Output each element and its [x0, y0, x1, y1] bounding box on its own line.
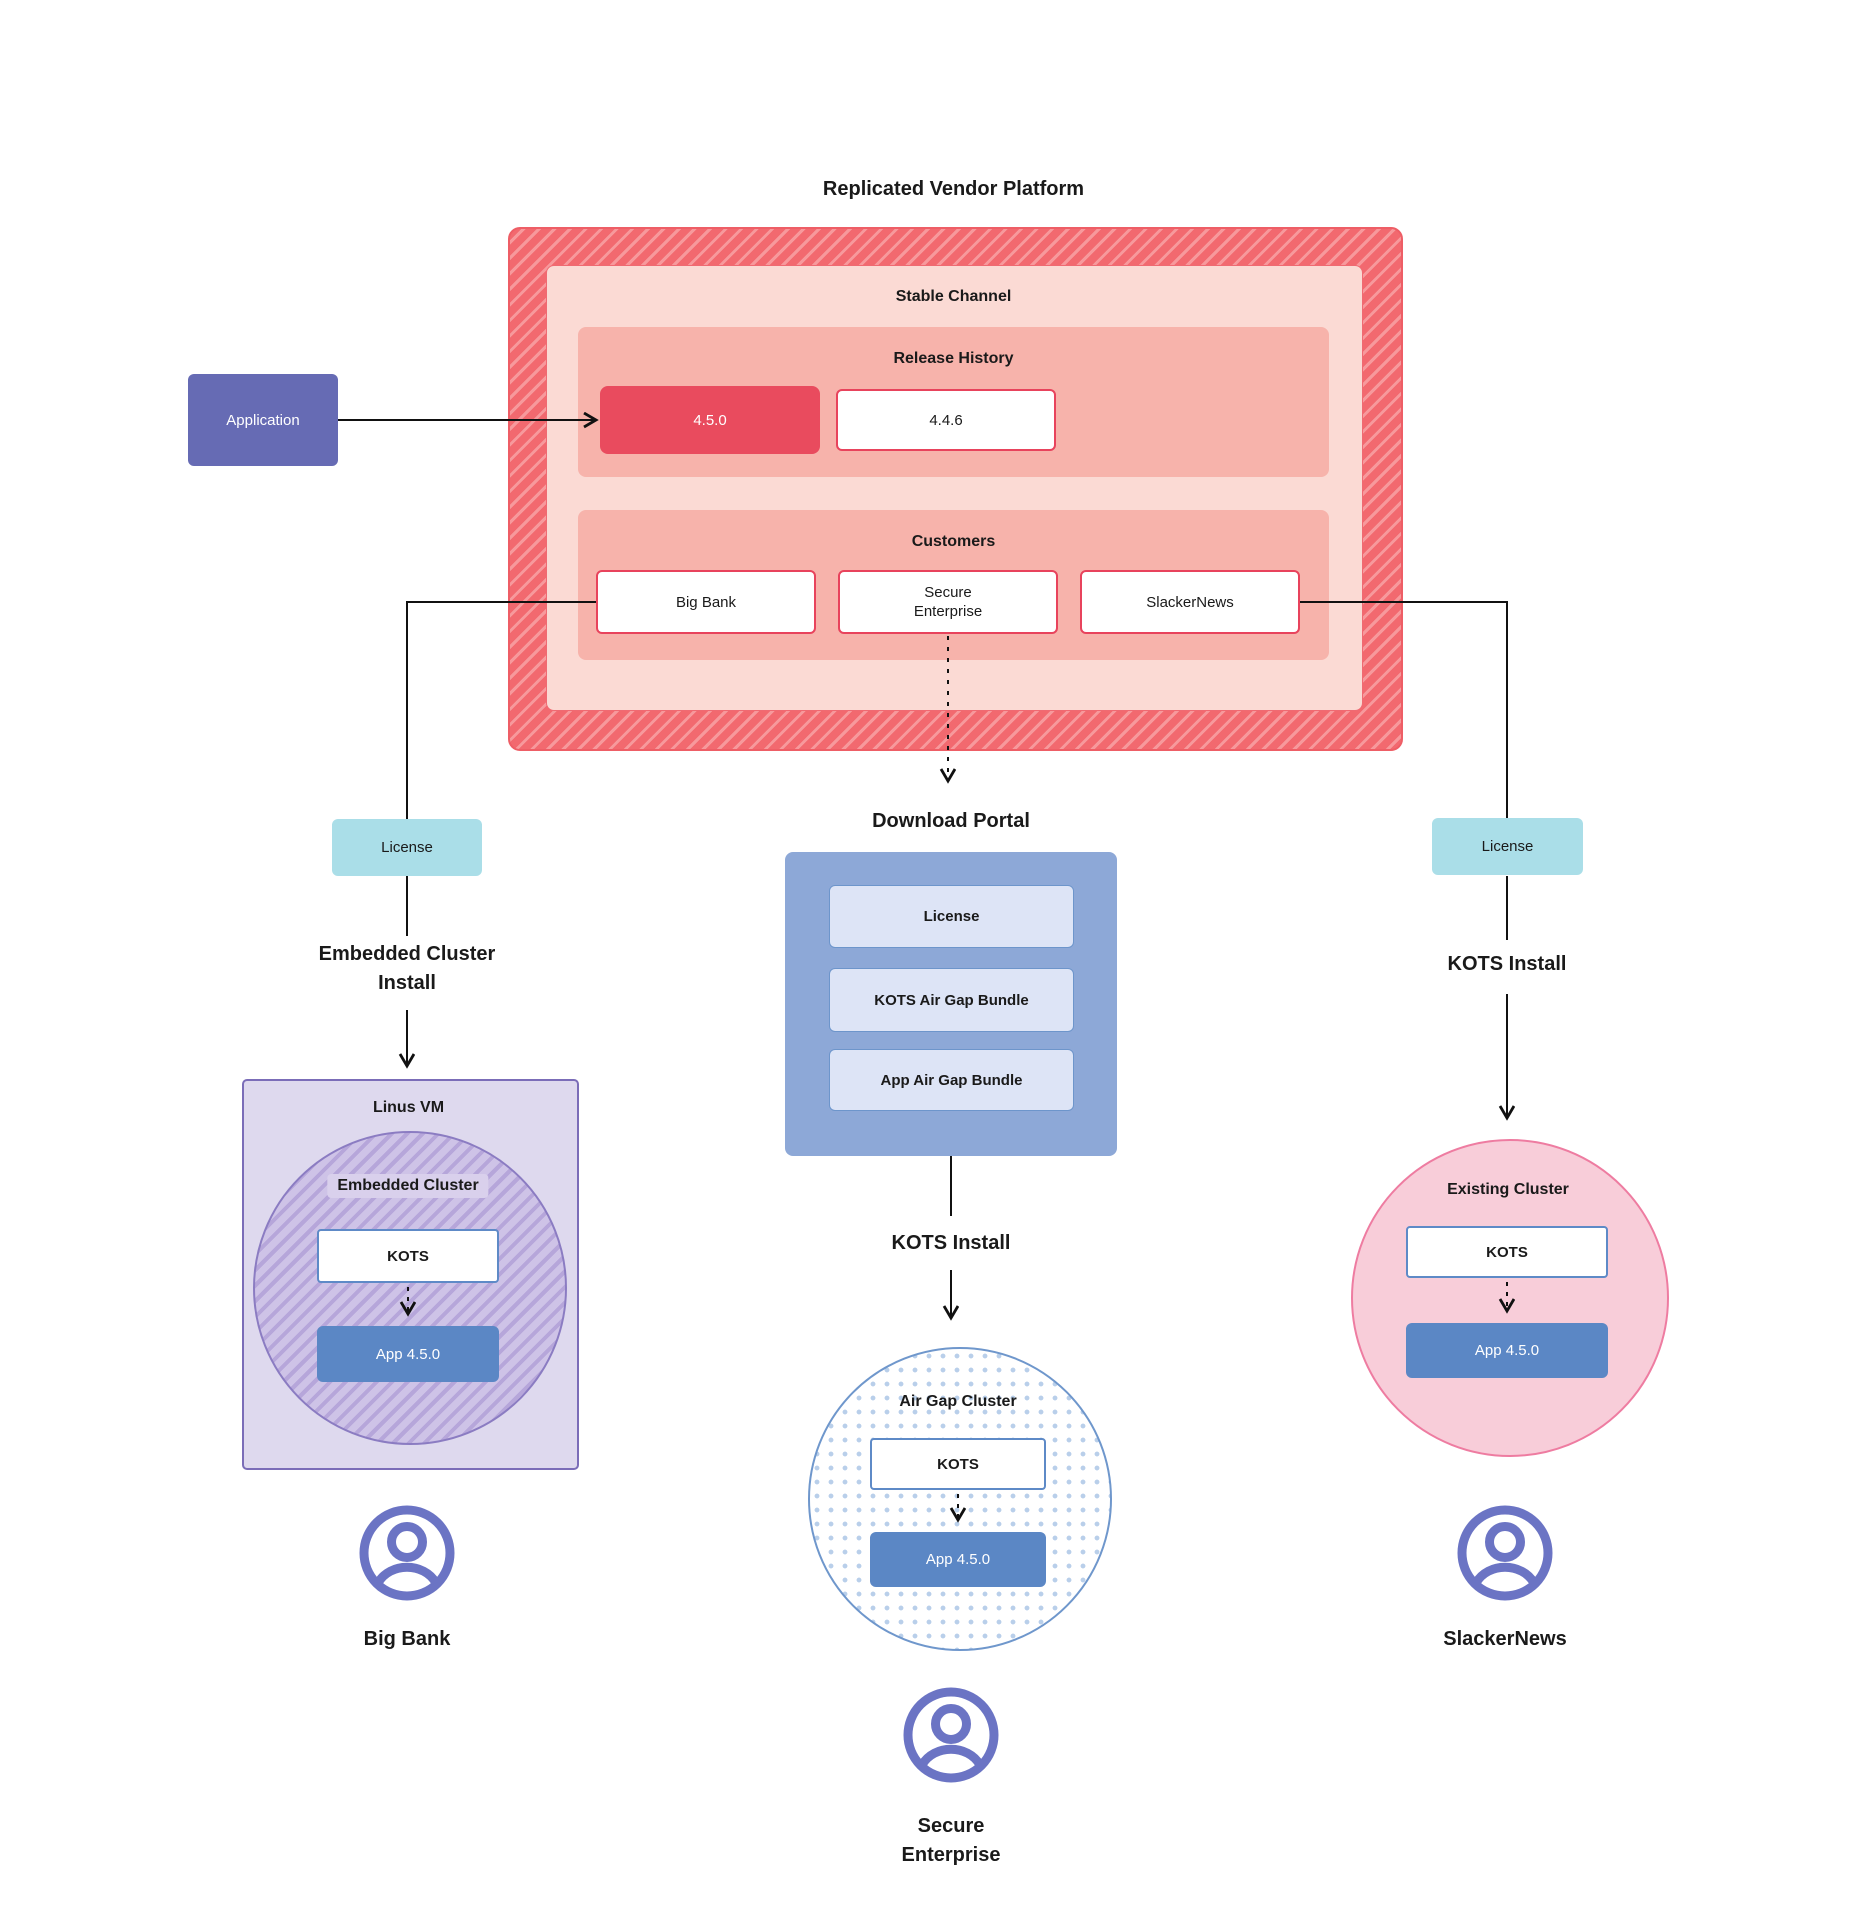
- air-gap-cluster-label: Air Gap Cluster: [899, 1393, 1017, 1410]
- portal-item-license: License: [829, 885, 1074, 948]
- kots-box-airgap: KOTS: [870, 1438, 1046, 1490]
- kots-install-label-middle: KOTS Install: [891, 1232, 1011, 1254]
- secure-enterprise-user-label: Secure Enterprise: [901, 1815, 1001, 1866]
- customer-secure-enterprise: Secure Enterprise: [838, 570, 1058, 634]
- embedded-cluster-install-label: Embedded Cluster Install: [318, 943, 496, 994]
- slackernews-user-icon: [1455, 1503, 1555, 1603]
- air-gap-cluster-circle: [808, 1347, 1112, 1651]
- customers-label: Customers: [911, 533, 996, 550]
- portal-item-kots-bundle: KOTS Air Gap Bundle: [829, 968, 1074, 1032]
- kots-box-existing: KOTS: [1406, 1226, 1608, 1278]
- license-box-right: License: [1432, 818, 1583, 875]
- secure-enterprise-user-icon: [901, 1685, 1001, 1785]
- customer-big-bank: Big Bank: [596, 570, 816, 634]
- customer-slackernews: SlackerNews: [1080, 570, 1300, 634]
- embedded-cluster-label: Embedded Cluster: [327, 1174, 489, 1198]
- release-history-label: Release History: [893, 350, 1014, 367]
- kots-install-label-right: KOTS Install: [1447, 953, 1567, 975]
- stable-channel-label: Stable Channel: [895, 288, 1012, 305]
- kots-box-embedded: KOTS: [317, 1229, 499, 1283]
- page-title: Replicated Vendor Platform: [822, 178, 1085, 200]
- user-icon: [359, 1505, 455, 1601]
- license-box-left: License: [332, 819, 482, 876]
- app-box-embedded: App 4.5.0: [317, 1326, 499, 1382]
- app-box-existing: App 4.5.0: [1406, 1323, 1608, 1378]
- big-bank-user-icon: [357, 1503, 457, 1603]
- release-4-5-0: 4.5.0: [600, 386, 820, 454]
- download-portal-label: Download Portal: [872, 810, 1030, 832]
- user-icon: [903, 1687, 999, 1783]
- linus-vm-label: Linus VM: [372, 1099, 445, 1116]
- big-bank-user-label: Big Bank: [363, 1628, 451, 1650]
- slackernews-user-label: SlackerNews: [1443, 1628, 1567, 1650]
- existing-cluster-circle: [1351, 1139, 1669, 1457]
- existing-cluster-label: Existing Cluster: [1447, 1181, 1569, 1198]
- portal-item-app-bundle: App Air Gap Bundle: [829, 1049, 1074, 1111]
- app-box-airgap: App 4.5.0: [870, 1532, 1046, 1587]
- user-icon: [1457, 1505, 1553, 1601]
- application-box: Application: [188, 374, 338, 466]
- release-4-4-6: 4.4.6: [836, 389, 1056, 451]
